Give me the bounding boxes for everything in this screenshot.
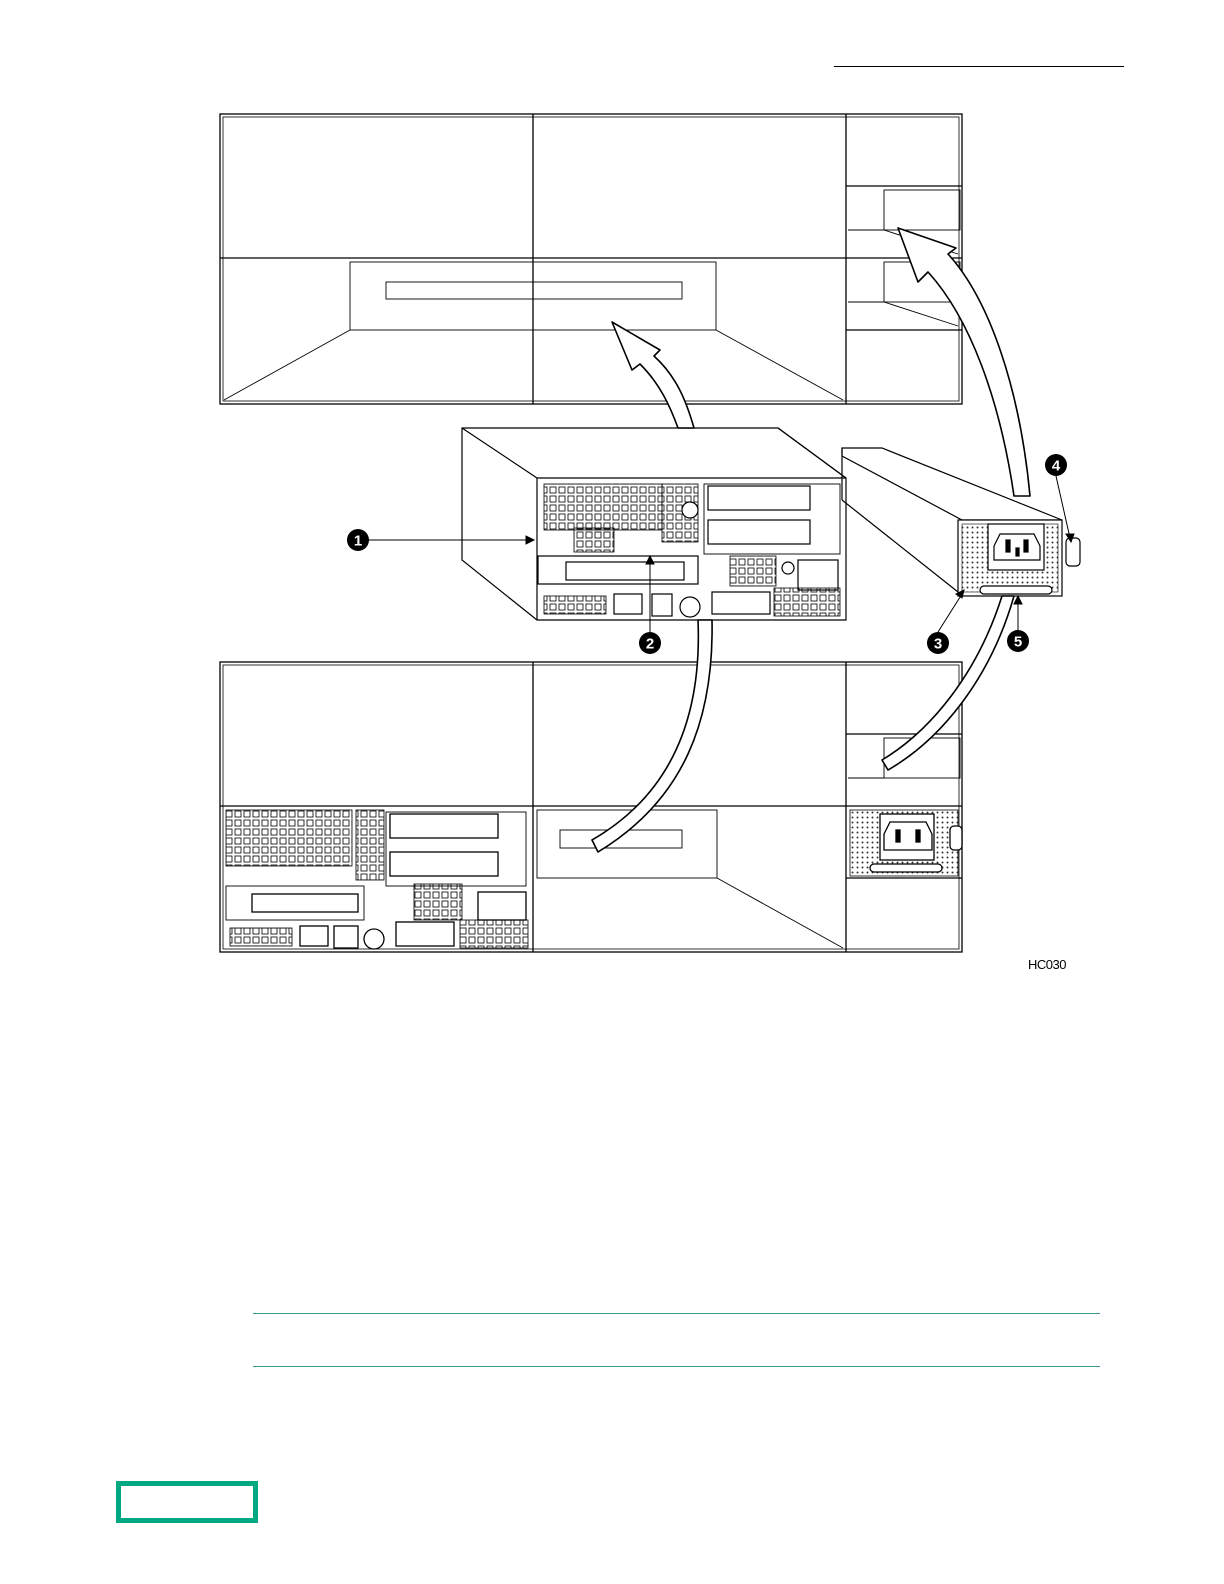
callout-1: 1 — [347, 529, 369, 551]
node-module — [462, 428, 846, 620]
note-bottom-rule — [253, 1366, 1100, 1367]
hpe-logo-icon — [116, 1481, 258, 1523]
note-top-rule — [253, 1313, 1100, 1314]
svg-text:1: 1 — [354, 533, 362, 550]
upper-chassis — [220, 114, 962, 404]
callout-2: 2 — [639, 632, 661, 654]
figure-id-label: HC030 — [1028, 957, 1066, 972]
svg-text:5: 5 — [1014, 634, 1022, 651]
callout-4: 4 — [1045, 454, 1067, 476]
svg-text:2: 2 — [646, 636, 654, 653]
power-supply-module — [842, 448, 1080, 596]
installation-figure: 1 2 3 4 5 — [0, 0, 1224, 1000]
callout-5: 5 — [1007, 630, 1029, 652]
svg-text:3: 3 — [934, 636, 942, 653]
lower-chassis — [220, 662, 962, 952]
svg-text:4: 4 — [1052, 458, 1061, 475]
callout-3: 3 — [927, 632, 949, 654]
